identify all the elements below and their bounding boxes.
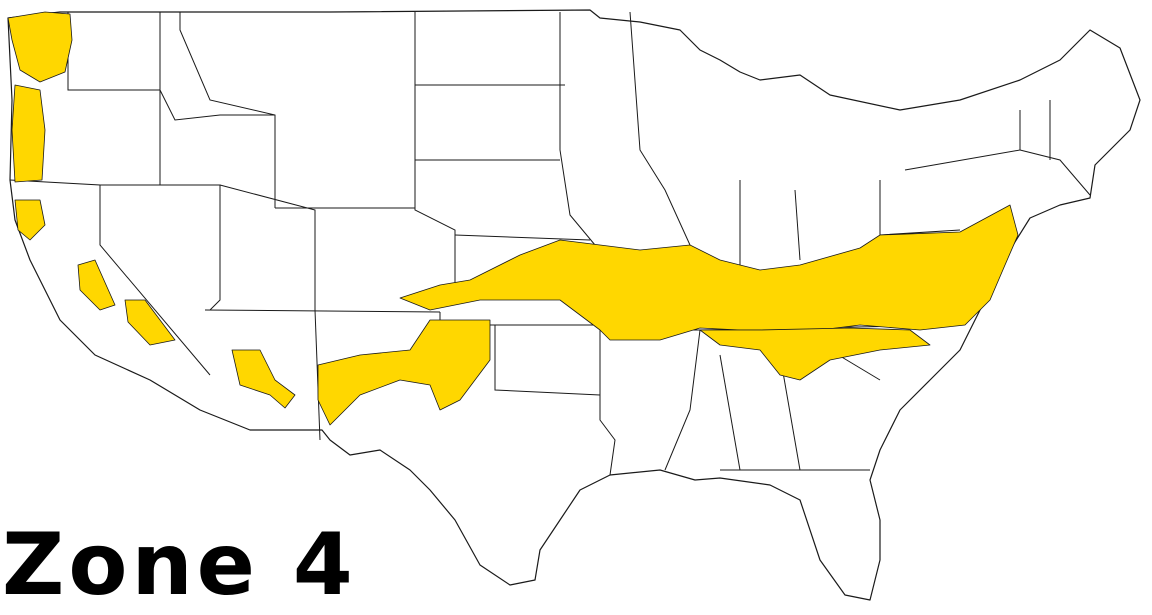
zone-region-california-valley <box>77 259 116 311</box>
zone-region-tennessee-carolina <box>699 327 931 381</box>
zone-region-puget-sound <box>7 11 73 83</box>
zone-region-california-desert <box>124 299 176 346</box>
zone-region-new-mexico <box>317 319 491 426</box>
map-title: Zone 4 <box>2 515 357 615</box>
zone-region-north-california <box>14 199 46 241</box>
zone-region-arizona <box>231 349 296 409</box>
zone-4-regions <box>7 11 1019 426</box>
zone-region-oregon-coast <box>11 84 46 183</box>
zone-region-central-belt <box>399 204 1019 341</box>
